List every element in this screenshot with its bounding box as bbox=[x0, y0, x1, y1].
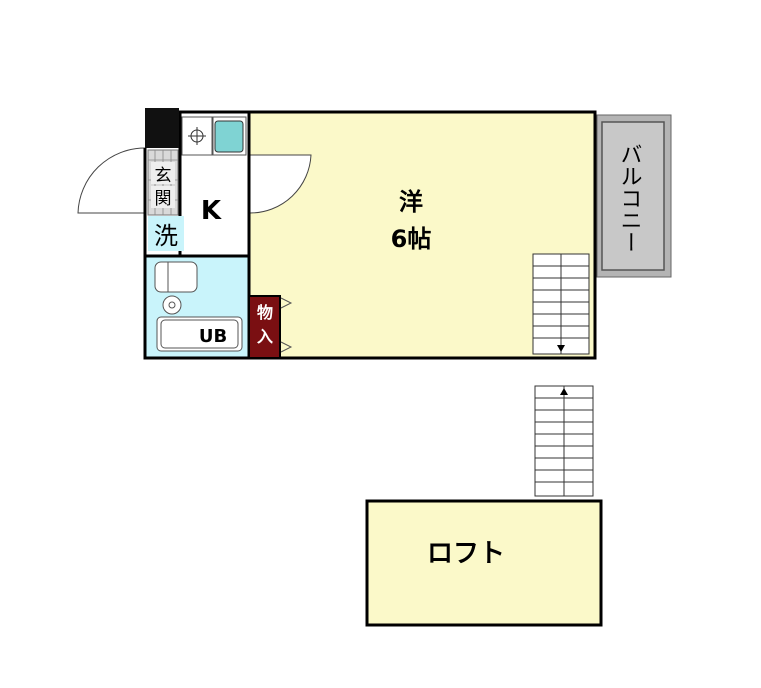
storage-label-top: 物 bbox=[257, 303, 273, 322]
balcony-inner bbox=[601, 121, 665, 271]
entrance-label-bottom: 関 bbox=[155, 189, 172, 209]
room-door bbox=[249, 154, 312, 214]
western-room-label: 洋 bbox=[399, 188, 423, 216]
stairs-up bbox=[534, 385, 594, 497]
washbasin-icon bbox=[162, 295, 182, 315]
storage-door-top bbox=[280, 297, 293, 309]
stairs-arrow-up-icon bbox=[560, 388, 568, 395]
washing-area bbox=[148, 216, 184, 251]
front-door bbox=[77, 147, 146, 214]
toilet-icon bbox=[154, 261, 198, 293]
washing-label: 洗 bbox=[154, 222, 178, 250]
loft bbox=[365, 499, 603, 627]
balcony-label: バルコニー bbox=[617, 143, 642, 253]
kitchen-label: K bbox=[201, 196, 222, 226]
storage-door-bottom bbox=[280, 341, 293, 353]
stairs-down bbox=[532, 253, 590, 355]
stairs-arrow-down-icon bbox=[557, 345, 565, 352]
loft-label: ロフト bbox=[427, 539, 505, 569]
entrance-shoe-box bbox=[145, 108, 179, 148]
storage-label-bottom: 入 bbox=[257, 327, 273, 346]
storage bbox=[248, 295, 281, 359]
western-room-size: 6帖 bbox=[391, 225, 432, 253]
unit-bath-label: UB bbox=[199, 326, 227, 347]
entrance-label-top: 玄 bbox=[155, 166, 172, 186]
